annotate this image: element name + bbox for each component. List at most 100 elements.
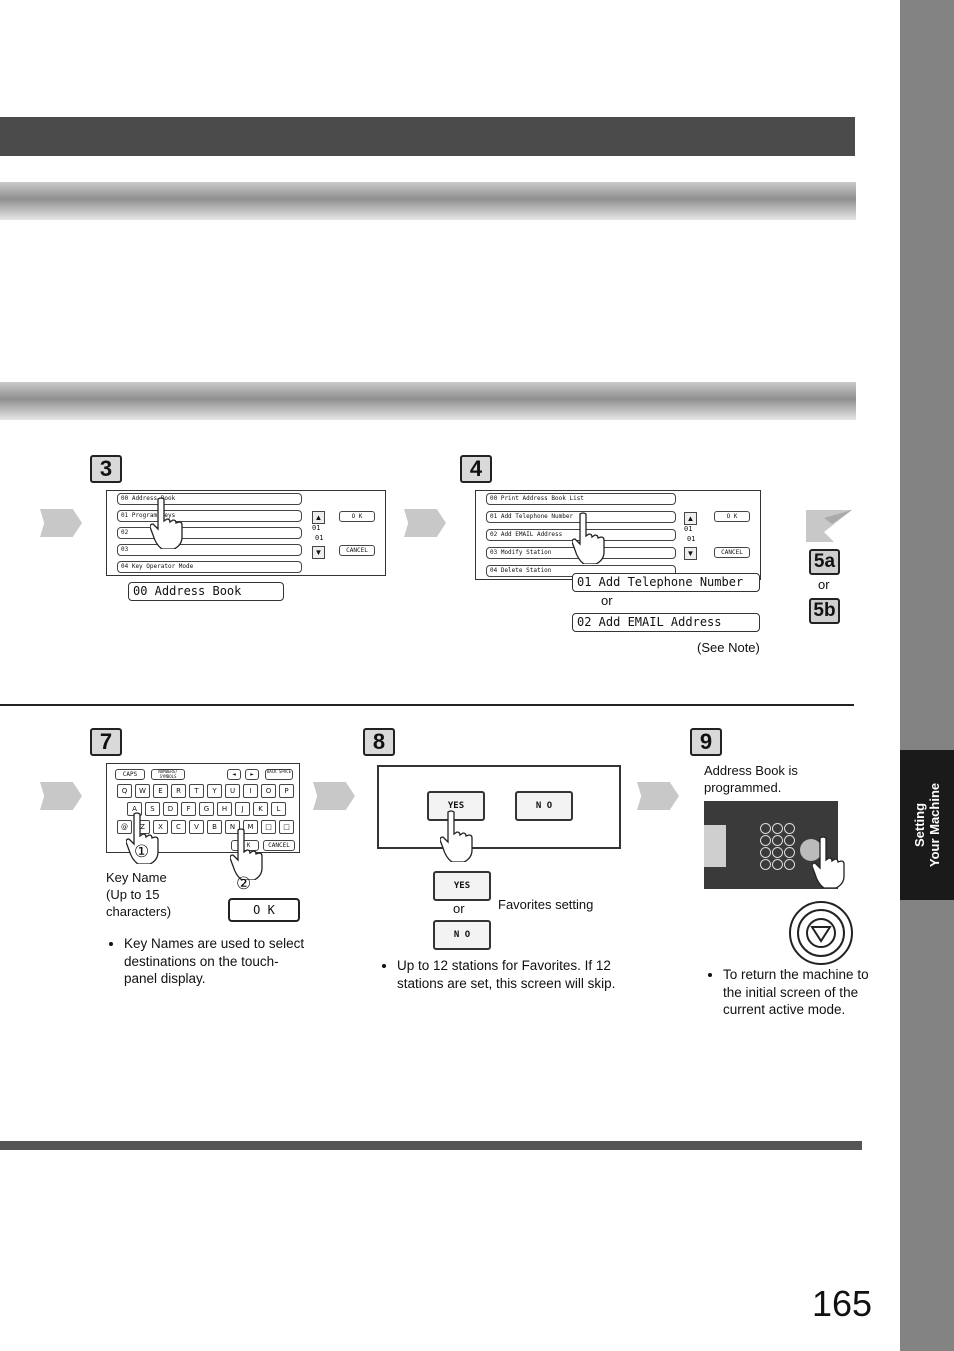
keyboard-key[interactable]: D: [163, 802, 178, 816]
cancel-button[interactable]: CANCEL: [714, 547, 750, 558]
keypad-key[interactable]: [784, 847, 795, 858]
keyboard-key[interactable]: G: [199, 802, 214, 816]
cancel-button[interactable]: CANCEL: [339, 545, 375, 556]
step-3-number: 3: [90, 455, 122, 483]
bullet-note: Up to 12 stations for Favorites. If 12 s…: [397, 957, 623, 992]
ok-button[interactable]: O K: [714, 511, 750, 522]
keyboard-key[interactable]: V: [189, 820, 204, 834]
keyboard-key[interactable]: H: [217, 802, 232, 816]
no-button[interactable]: N O: [515, 791, 573, 821]
keypad-key[interactable]: [760, 859, 771, 870]
scroll-up-icon[interactable]: ▲: [312, 511, 325, 524]
keyboard-key[interactable]: Y: [207, 784, 222, 798]
menu-row[interactable]: 03: [117, 544, 302, 556]
keyboard-key[interactable]: O: [261, 784, 276, 798]
keyboard-key[interactable]: M: [243, 820, 258, 834]
stop-key[interactable]: [800, 839, 822, 861]
scroll-up-icon[interactable]: ▲: [684, 512, 697, 525]
keypad-key[interactable]: [760, 847, 771, 858]
key-name-label: Key Name (Up to 15 characters): [106, 870, 172, 919]
or-label: or: [818, 577, 830, 592]
cancel-button[interactable]: CANCEL: [263, 840, 295, 851]
caps-button[interactable]: CAPS: [115, 769, 145, 780]
yes-button-small[interactable]: YES: [433, 871, 491, 901]
keyboard-key[interactable]: T: [189, 784, 204, 798]
favorites-setting-label: Favorites setting: [498, 897, 594, 912]
keypad-key[interactable]: [784, 835, 795, 846]
page-number: 165: [812, 1283, 873, 1324]
flow-arrow: [40, 782, 82, 810]
cursor-left-button[interactable]: ◄: [227, 769, 241, 780]
flow-arrow: [637, 782, 679, 810]
step-marker-1: ①: [134, 842, 150, 861]
keyboard-key[interactable]: I: [243, 784, 258, 798]
or-label: or: [453, 901, 465, 916]
section-header-bar: [0, 117, 855, 156]
menu-row[interactable]: 00 Print Address Book List: [486, 493, 676, 505]
no-button-small[interactable]: N O: [433, 920, 491, 950]
menu-row[interactable]: 02: [117, 527, 302, 539]
keyboard-key[interactable]: Q: [117, 784, 132, 798]
pointing-hand-icon: [572, 512, 605, 564]
pointing-hand-icon: [812, 836, 845, 888]
menu-row[interactable]: 04 Key Operator Mode: [117, 561, 302, 573]
menu-row[interactable]: 00 Address Book: [117, 493, 302, 505]
keypad-key[interactable]: [772, 859, 783, 870]
stop-icon[interactable]: [788, 900, 854, 966]
page-indicator-top: 01: [684, 525, 693, 533]
keyboard-key[interactable]: K: [253, 802, 268, 816]
pointing-hand-icon: [440, 810, 473, 862]
ok-button[interactable]: O K: [339, 511, 375, 522]
keyboard-key[interactable]: X: [153, 820, 168, 834]
keyboard-key[interactable]: □: [261, 820, 276, 834]
keyboard-key[interactable]: N: [225, 820, 240, 834]
option-add-telephone[interactable]: 01 Add Telephone Number: [572, 573, 760, 592]
cursor-right-button[interactable]: ►: [245, 769, 259, 780]
keypad-key[interactable]: [772, 823, 783, 834]
keyboard-key[interactable]: B: [207, 820, 222, 834]
step-8-number: 8: [363, 728, 395, 756]
ok-button-large[interactable]: O K: [228, 898, 300, 922]
symbols-button[interactable]: NUMBERS/ SYMBOLS: [151, 769, 185, 780]
keyboard-key[interactable]: □: [279, 820, 294, 834]
side-tab-active[interactable]: [900, 750, 954, 900]
keypad-key[interactable]: [784, 823, 795, 834]
divider-line: [0, 704, 854, 706]
keypad-key[interactable]: [772, 835, 783, 846]
side-tab-line2: Your Machine: [927, 782, 942, 868]
scroll-down-icon[interactable]: ▼: [312, 546, 325, 559]
favorites-screen: YES N O: [377, 765, 621, 849]
keyboard-key[interactable]: F: [181, 802, 196, 816]
keyboard-key[interactable]: S: [145, 802, 160, 816]
keyboard-key[interactable]: J: [235, 802, 250, 816]
keyboard-key[interactable]: @: [117, 820, 132, 834]
step-9-notes: To return the machine to the initial scr…: [707, 966, 879, 1019]
backspace-button[interactable]: BACK SPACE: [265, 769, 293, 780]
keyboard-key[interactable]: P: [279, 784, 294, 798]
option-add-email[interactable]: 02 Add EMAIL Address: [572, 613, 760, 632]
pointing-hand-icon: [150, 497, 183, 549]
bullet-note: To return the machine to the initial scr…: [723, 966, 879, 1019]
keypad-key[interactable]: [760, 835, 771, 846]
side-tab-strip: [900, 0, 954, 1351]
keypad-key[interactable]: [760, 823, 771, 834]
keypad-key[interactable]: [784, 859, 795, 870]
keyboard-key[interactable]: W: [135, 784, 150, 798]
keypad-key[interactable]: [772, 847, 783, 858]
bullet-note: Key Names are used to select destination…: [124, 935, 310, 988]
keyboard-key[interactable]: C: [171, 820, 186, 834]
keyboard-key[interactable]: U: [225, 784, 240, 798]
yes-button[interactable]: YES: [427, 791, 485, 821]
scroll-down-icon[interactable]: ▼: [684, 547, 697, 560]
page-indicator-bottom: 01: [315, 534, 324, 542]
keyboard-key[interactable]: L: [271, 802, 286, 816]
step-3-screen: 00 Address Book 01 Program Keys 02 03 04…: [106, 490, 386, 576]
pointing-hand-icon: [126, 812, 159, 864]
step-4-screen: 00 Print Address Book List 01 Add Teleph…: [475, 490, 761, 580]
step-9-number: 9: [690, 728, 722, 756]
keyboard-key[interactable]: R: [171, 784, 186, 798]
ok-button[interactable]: O K: [231, 840, 259, 851]
menu-row[interactable]: 01 Program Keys: [117, 510, 302, 522]
keyboard-key[interactable]: E: [153, 784, 168, 798]
